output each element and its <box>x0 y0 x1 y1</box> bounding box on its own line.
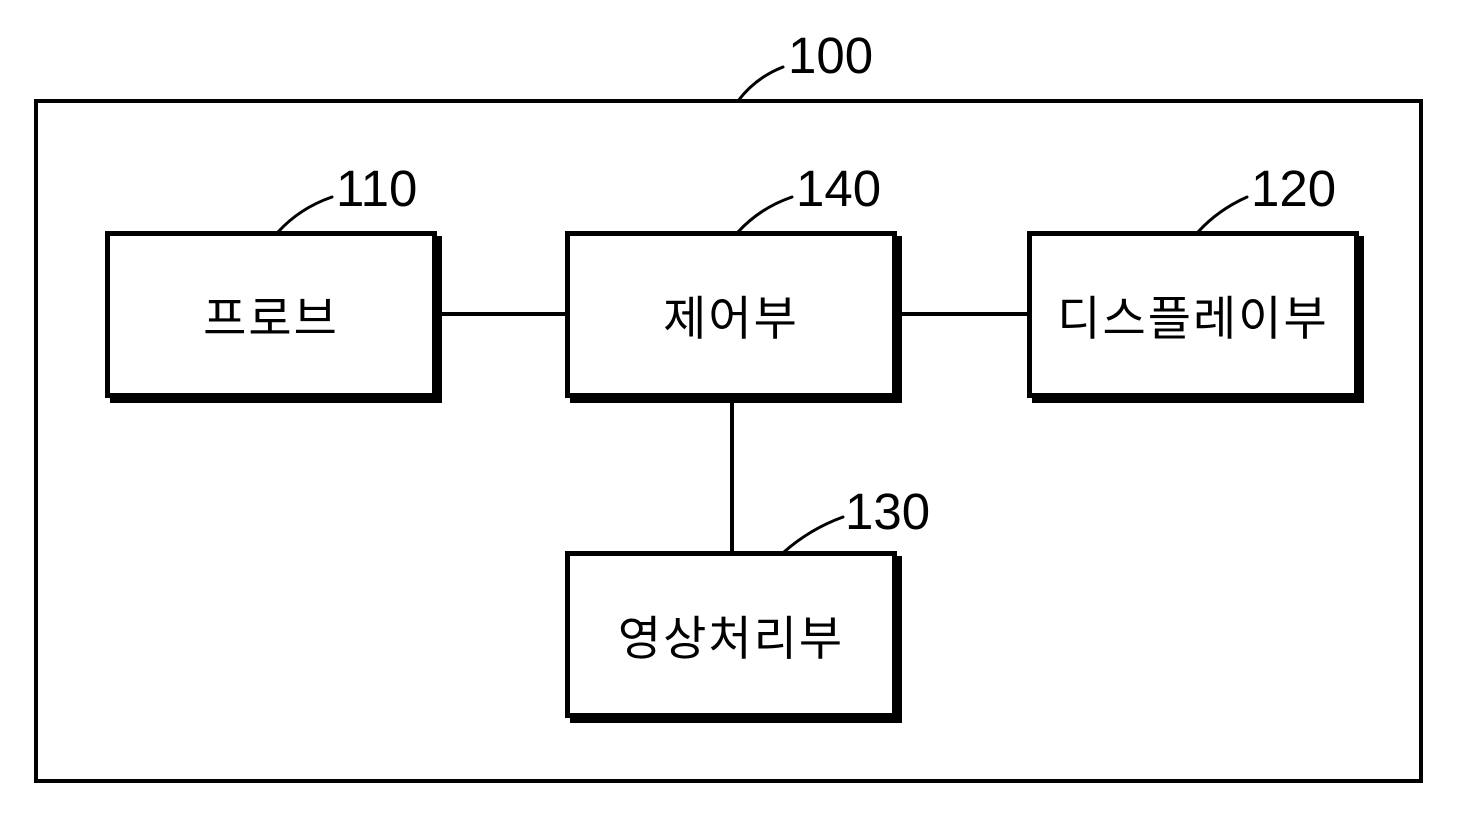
connector-control-display <box>895 312 1031 316</box>
block-image-processor-label: 영상처리부 <box>617 612 845 665</box>
block-display-label: 디스플레이부 <box>1057 292 1329 345</box>
connector-control-image-processor <box>730 396 734 554</box>
block-control-label: 제어부 <box>663 292 799 345</box>
ref-number-display: 120 <box>1251 160 1337 217</box>
ref-number-control: 140 <box>796 160 882 217</box>
system-frame <box>34 99 1423 783</box>
ref-number-image-processor: 130 <box>845 483 931 540</box>
leader-line-100 <box>736 65 785 103</box>
block-probe-label: 프로브 <box>203 292 339 345</box>
ref-number-probe: 110 <box>336 160 418 217</box>
block-probe: 프로브 <box>105 231 437 398</box>
block-display: 디스플레이부 <box>1027 231 1359 398</box>
block-image-processor: 영상처리부 <box>565 551 897 718</box>
block-control: 제어부 <box>565 231 897 398</box>
connector-probe-control <box>437 312 569 316</box>
ref-number-system: 100 <box>788 27 874 84</box>
